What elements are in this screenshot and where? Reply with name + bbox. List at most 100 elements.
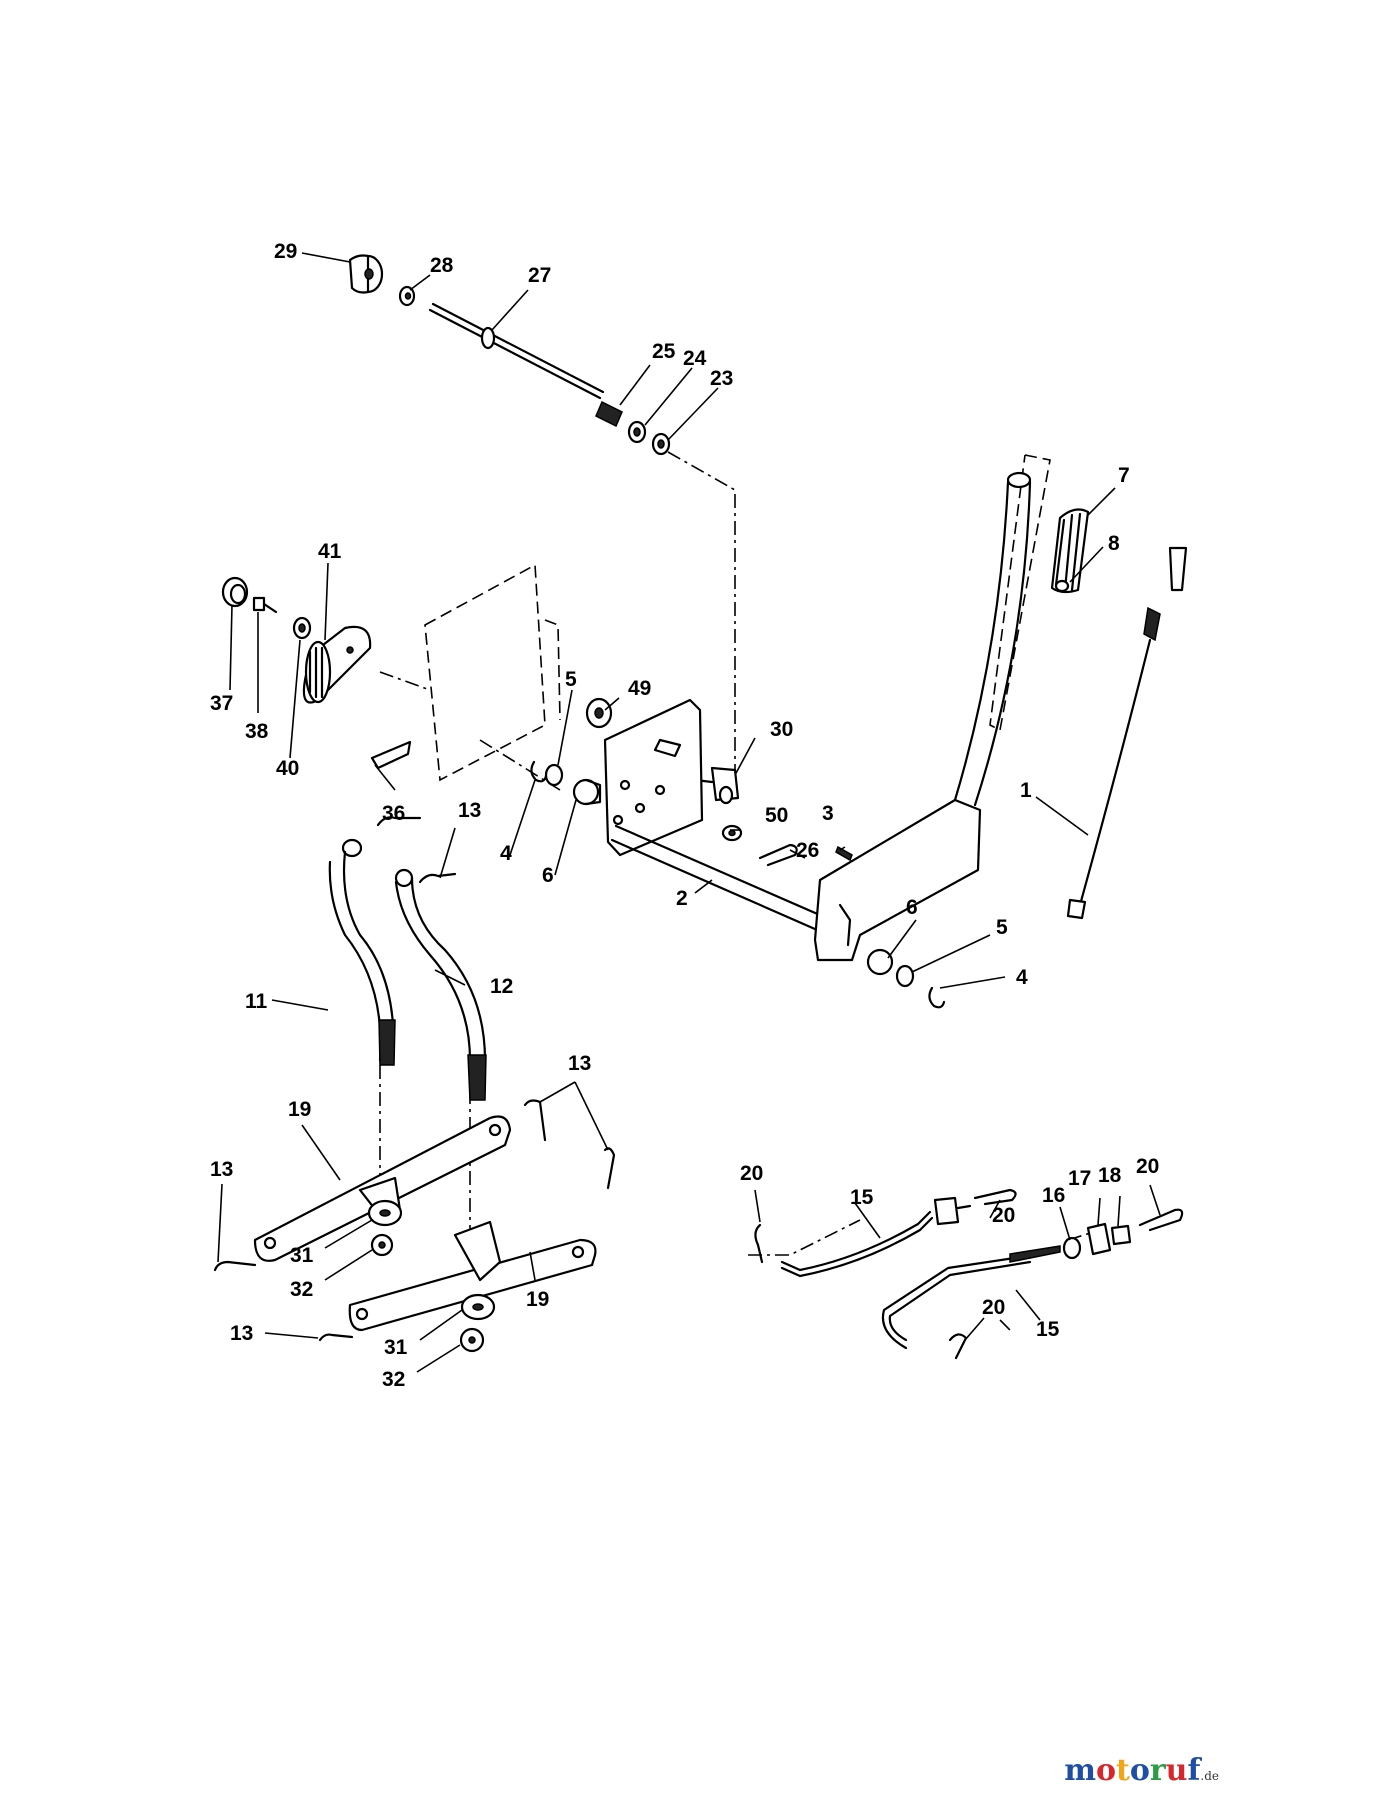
callout-16: 16	[1042, 1184, 1065, 1207]
callout-19-bottom: 19	[526, 1288, 549, 1311]
callout-11: 11	[245, 990, 268, 1013]
callout-31-bottom: 31	[384, 1336, 408, 1359]
part-31-bushing-top	[367, 1199, 403, 1227]
callout-13-bottom: 13	[230, 1322, 253, 1345]
watermark-letter: o	[1129, 1753, 1150, 1788]
callout-41: 41	[318, 540, 342, 563]
callout-20-d: 20	[982, 1296, 1005, 1319]
callout-12: 12	[490, 975, 513, 998]
watermark-letter: o	[1095, 1753, 1116, 1788]
callout-8: 8	[1108, 532, 1120, 555]
plate-dashed	[424, 563, 561, 782]
callout-20-a: 20	[740, 1162, 763, 1185]
part-26-clip	[758, 843, 798, 867]
part-6-bushing-right	[866, 948, 894, 976]
callout-24: 24	[683, 347, 707, 370]
watermark-letter: r	[1149, 1753, 1166, 1788]
watermark-suffix: .de	[1200, 1769, 1219, 1783]
part-49-washer	[585, 697, 613, 729]
callout-30: 30	[770, 718, 793, 741]
callout-17: 17	[1068, 1167, 1091, 1190]
callout-1: 1	[1020, 779, 1032, 802]
callout-15-top: 15	[850, 1186, 874, 1209]
part-7-grip	[1050, 508, 1090, 594]
callout-18: 18	[1098, 1164, 1122, 1187]
callout-37: 37	[210, 692, 233, 715]
callout-5-left: 5	[565, 668, 577, 691]
callout-19-top: 19	[288, 1098, 311, 1121]
part-41-adjust-knob	[302, 625, 372, 704]
callout-4-left: 4	[500, 842, 512, 865]
part-17-block	[1086, 1222, 1112, 1256]
callout-23: 23	[710, 367, 733, 390]
assembly-lines	[379, 451, 1101, 1331]
watermark-logo: motoruf.de	[1064, 1753, 1219, 1788]
part-29-knob	[348, 254, 384, 294]
callout-50: 50	[765, 804, 788, 827]
part-28-nut	[398, 285, 416, 307]
callout-4-right: 4	[1016, 966, 1028, 989]
callout-31-top: 31	[290, 1244, 314, 1267]
callout-29: 29	[274, 240, 297, 263]
callout-40: 40	[276, 757, 299, 780]
watermark-letter: f	[1187, 1753, 1201, 1788]
callout-15-bottom: 15	[1036, 1318, 1060, 1341]
part-30-fitting	[693, 766, 740, 805]
callout-5-right: 5	[996, 916, 1008, 939]
part-2-shaft-bracket	[603, 698, 847, 942]
callout-32-bottom: 32	[382, 1368, 405, 1391]
part-5-washer-left	[544, 763, 564, 787]
callout-2: 2	[676, 887, 688, 910]
callout-13-left: 13	[210, 1158, 233, 1181]
callout-13-top: 13	[458, 799, 481, 822]
part-6-bushing-left	[572, 778, 602, 806]
watermark-letter: m	[1064, 1753, 1096, 1788]
part-5-washer-right	[895, 964, 915, 988]
part-3-pin	[835, 845, 853, 862]
part-40-washer	[292, 616, 312, 640]
leader-lines	[217, 252, 1161, 1373]
part-25-spring	[595, 400, 623, 428]
part-19-arm-bottom	[348, 1220, 597, 1332]
part-38-bolt	[252, 596, 278, 614]
callout-20-b: 20	[992, 1204, 1015, 1227]
part-15-link-bottom	[881, 1245, 1061, 1350]
callout-36: 36	[382, 802, 405, 825]
callout-13-mid: 13	[568, 1052, 591, 1075]
callout-25: 25	[652, 340, 676, 363]
callouts: 29 28 27 25 24 23 7 8 41 37 38 40 5 49 3…	[210, 240, 1159, 1391]
callout-49: 49	[628, 677, 651, 700]
part-27-rod	[428, 302, 605, 400]
callout-38: 38	[245, 720, 269, 743]
callout-26: 26	[796, 839, 819, 862]
part-23-nut	[651, 432, 671, 456]
part-15-link-top	[780, 1196, 972, 1278]
part-32-nut-bottom	[459, 1327, 485, 1353]
part-50-washer	[721, 824, 743, 842]
callout-28: 28	[430, 254, 454, 277]
callout-6-right: 6	[906, 896, 918, 919]
part-24-washer	[627, 420, 647, 444]
part-8-ring	[1054, 579, 1070, 593]
part-32-nut-top	[370, 1233, 394, 1257]
watermark-letter: t	[1115, 1753, 1130, 1788]
part-13-hairpins-lower	[213, 1099, 616, 1342]
part-12-rod	[394, 868, 487, 1101]
callout-6-left: 6	[542, 864, 554, 887]
part-4-clip-right	[928, 986, 946, 1009]
part-13-clips-top	[376, 816, 457, 884]
callout-27: 27	[528, 264, 551, 287]
part-16-nut	[1062, 1236, 1082, 1260]
part-31-bushing-bottom	[460, 1293, 496, 1321]
callout-20-c: 20	[1136, 1155, 1159, 1178]
part-4-clip-left	[530, 760, 548, 783]
part-1-cable	[1066, 546, 1188, 920]
part-11-rod	[328, 838, 396, 1066]
lever-arm	[813, 471, 1032, 962]
part-18-bolt	[1110, 1224, 1132, 1246]
callout-3: 3	[822, 802, 834, 825]
part-36-clip	[370, 740, 412, 770]
callout-7: 7	[1118, 464, 1130, 487]
part-37-ring	[221, 576, 249, 608]
